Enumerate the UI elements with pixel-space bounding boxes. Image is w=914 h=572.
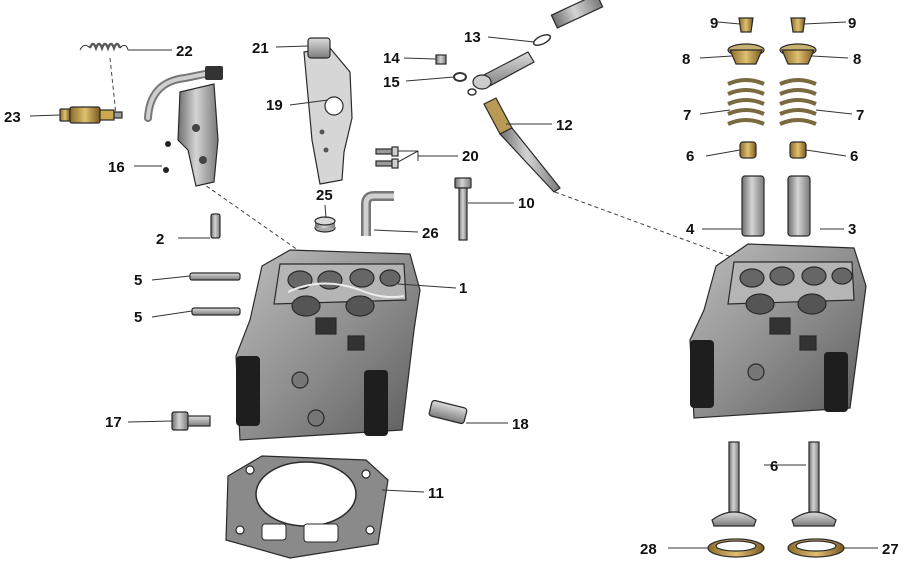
callout-17: 17 [105, 414, 122, 431]
callout-5-lower: 5 [134, 309, 142, 326]
callout-3: 3 [848, 221, 856, 238]
callout-14: 14 [383, 50, 400, 67]
part-12-injector [483, 97, 561, 193]
part-8-retainers [727, 43, 817, 65]
callout-1: 1 [459, 280, 467, 297]
callout-6-valve: 6 [770, 458, 778, 475]
part-7-springs [727, 78, 817, 126]
part-26-elbow [361, 191, 394, 236]
callout-7-left: 7 [683, 107, 691, 124]
callout-7-right: 7 [856, 107, 864, 124]
part-6-valves [711, 441, 837, 527]
part-19-plate [303, 37, 353, 185]
dash-spring-to-bracket [109, 57, 117, 116]
callout-18: 18 [512, 416, 529, 433]
part-20-screws [375, 146, 399, 169]
part-2-pin [210, 213, 221, 239]
part-15-washer [453, 72, 467, 82]
callout-4: 4 [686, 221, 695, 238]
callout-8-right: 8 [853, 51, 861, 68]
callout-11: 11 [428, 485, 444, 502]
part-4-3-guides [741, 175, 811, 237]
callout-9-right: 9 [848, 15, 856, 32]
part-16-bracket [144, 66, 223, 187]
callout-10: 10 [518, 195, 535, 212]
part-28-27-seats [707, 538, 845, 558]
part-9-keepers [738, 17, 806, 33]
part-25-plug [314, 216, 336, 233]
part-5-stud-upper [189, 272, 241, 281]
callout-9-left: 9 [710, 15, 718, 32]
callout-22: 22 [176, 43, 193, 60]
part-10-bolt [454, 177, 472, 241]
callout-19: 19 [266, 97, 283, 114]
assembly-lines [109, 57, 746, 263]
callout-8-left: 8 [682, 51, 690, 68]
dash-injector-to-head [554, 191, 746, 263]
part-head-assembly-right [689, 243, 867, 419]
callout-13: 13 [464, 29, 481, 46]
callout-12: 12 [556, 117, 573, 134]
callout-20: 20 [462, 148, 479, 165]
callout-28: 28 [640, 541, 657, 558]
dash-bracket-to-head [194, 177, 316, 263]
part-5-stud-lower [191, 307, 241, 316]
part-6-seals [739, 141, 807, 159]
callout-27: 27 [882, 541, 899, 558]
callout-26: 26 [422, 225, 439, 242]
callout-25: 25 [316, 187, 333, 204]
callout-21: 21 [252, 40, 269, 57]
part-22-spring [79, 42, 129, 52]
callout-16: 16 [108, 159, 125, 176]
part-11-head-gasket [225, 455, 389, 559]
part-18-sleeve [428, 399, 468, 425]
part-1-cylinder-head [235, 249, 421, 441]
part-23-sensor [59, 106, 123, 124]
callout-6-right-seal: 6 [850, 148, 858, 165]
callout-5-upper: 5 [134, 272, 142, 289]
callout-6-left-seal: 6 [686, 148, 694, 165]
callout-2: 2 [156, 231, 164, 248]
part-14-nut [435, 54, 447, 65]
part-13-fitting [467, 0, 604, 96]
callout-15: 15 [383, 74, 400, 91]
callout-23: 23 [4, 109, 21, 126]
leader-lines [29, 21, 878, 549]
callout-labels: 1 2 3 4 5 5 6 6 6 7 7 8 8 9 9 10 11 12 1… [4, 15, 899, 558]
part-17-bolt [171, 411, 211, 431]
